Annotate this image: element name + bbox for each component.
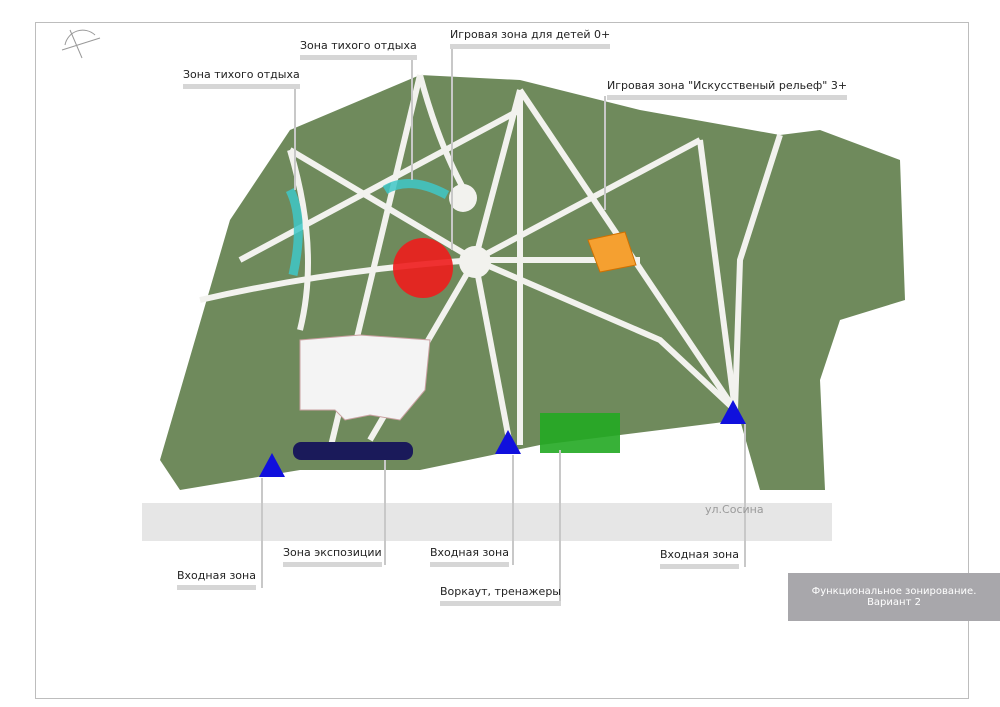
roundabout-north (449, 184, 477, 212)
exposition-zone (293, 442, 413, 460)
label-entrance-2: Входная зона (430, 546, 509, 567)
workout-zone (540, 413, 620, 453)
kids-zone (393, 238, 453, 298)
entrance-icon-3 (720, 400, 746, 424)
street-road (142, 503, 832, 541)
relief-zone (587, 231, 637, 273)
label-quiet-zone-2: Зона тихого отдыха (300, 39, 417, 60)
compass-icon (61, 29, 101, 59)
entrance-icons (259, 400, 746, 477)
label-quiet-zone-1: Зона тихого отдыха (183, 68, 300, 89)
quiet-zone-2 (382, 179, 450, 199)
label-entrance-1: Входная зона (177, 569, 256, 590)
sheet-frame (35, 22, 969, 699)
leader-lines (261, 44, 746, 603)
building (299, 334, 431, 421)
label-exposition: Зона экспозиции (283, 546, 382, 567)
roundabout-central (459, 246, 491, 278)
quiet-zone-1 (285, 187, 303, 276)
caption-line-1: Функциональное зонирование. (811, 586, 977, 597)
label-relief-zone: Игровая зона "Искусственый рельеф" 3+ (607, 79, 848, 100)
label-workout: Воркаут, тренажеры (440, 585, 561, 606)
street-name: ул.Сосина (705, 503, 764, 516)
label-kids-zone: Игровая зона для детей 0+ (450, 28, 611, 49)
entrance-icon-1 (259, 453, 285, 477)
entrance-icon-2 (495, 430, 521, 454)
caption-line-2: Вариант 2 (867, 597, 921, 608)
label-entrance-3: Входная зона (660, 548, 739, 569)
caption-box: Функциональное зонирование. Вариант 2 (788, 573, 1000, 621)
